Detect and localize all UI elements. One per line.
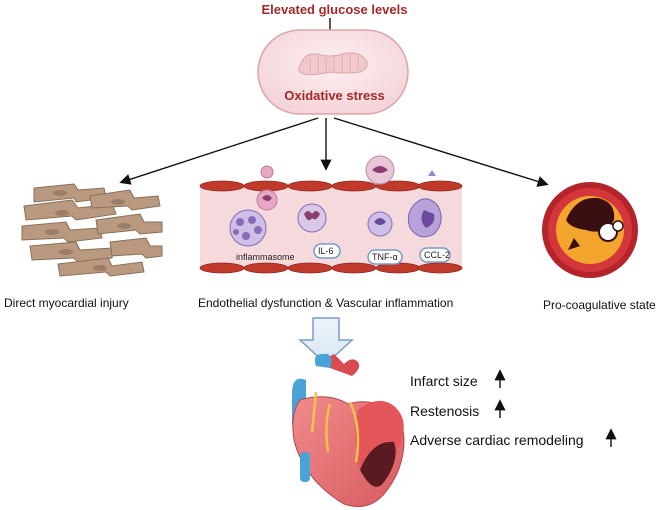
tnf-label: TNF-α: [372, 252, 398, 262]
arrow-to-coagulation: [333, 117, 549, 187]
macrophage-cell: [407, 198, 442, 238]
neutrophil-cell: [297, 203, 327, 233]
tnf-tag-oval: [367, 249, 403, 265]
il6-label: IL-6: [318, 246, 334, 256]
monocyte-cell: [367, 211, 393, 237]
thrombus-illustration: [542, 182, 638, 278]
mitochondrion-icon: [257, 29, 409, 115]
inflammasome-label: inflammasome: [236, 252, 295, 262]
down-arrow-icon: [298, 317, 354, 366]
infarct-size-label: Infarct size: [410, 373, 478, 389]
myocardial-injury-label: Direct myocardial injury: [4, 296, 129, 310]
restenosis-label: Restenosis: [410, 403, 480, 419]
trend-arrows: [494, 369, 617, 447]
glucose-label: Elevated glucose levels: [261, 2, 408, 17]
ccl2-tag-oval: [419, 247, 451, 263]
pro-coagulative-label: Pro-coagulative state: [543, 298, 656, 312]
cardiomyocytes-illustration: [21, 183, 163, 277]
heart-icon: [292, 354, 405, 507]
arrow-to-myocardial: [119, 117, 319, 185]
oxidative-stress-label: Oxidative stress: [284, 88, 385, 103]
ccl2-label: CCL-2: [424, 250, 451, 260]
vessel-illustration: [199, 155, 463, 274]
inflammasome-cell: [229, 209, 267, 247]
endothelial-dysfunction-label: Endothelial dysfunction & Vascular infla…: [198, 296, 454, 310]
il6-tag-oval: [313, 243, 341, 259]
remodeling-label: Adverse cardiac remodeling: [410, 432, 584, 448]
